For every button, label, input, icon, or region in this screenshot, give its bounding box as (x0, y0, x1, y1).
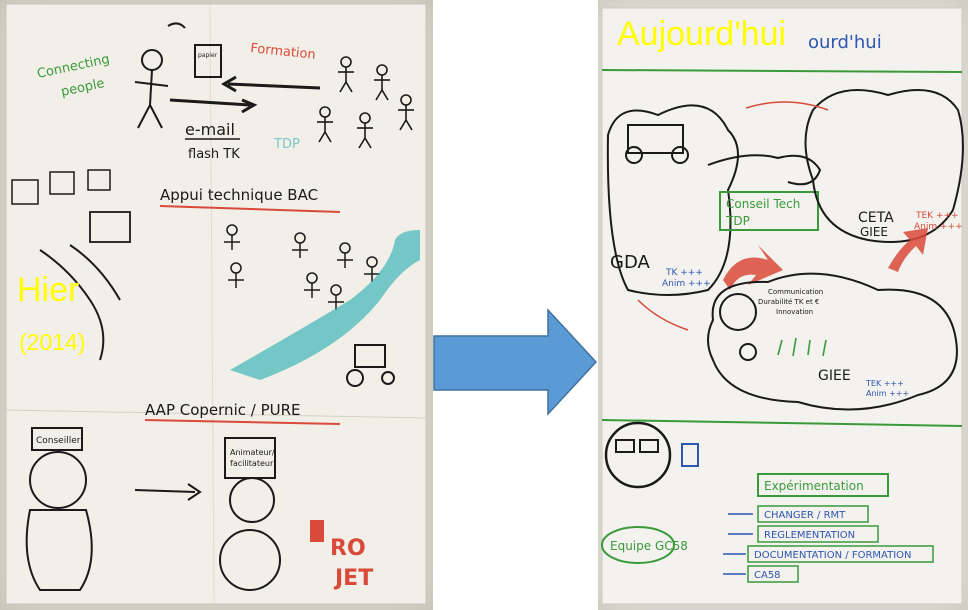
right-arrow-shape (433, 308, 598, 416)
left-flipchart-sketch: Connecting people papier Formation e-mai… (5, 3, 427, 605)
svg-text:Innovation: Innovation (776, 308, 813, 316)
svg-text:Durabilité TK et €: Durabilité TK et € (758, 298, 819, 306)
svg-text:Conseil Tech: Conseil Tech (726, 197, 800, 211)
yesterday-label: Hier (17, 271, 80, 309)
svg-text:TEK +++: TEK +++ (865, 379, 904, 388)
svg-text:papier: papier (198, 52, 218, 59)
svg-text:CHANGER / RMT: CHANGER / RMT (764, 510, 846, 521)
svg-text:Equipe GC58: Equipe GC58 (610, 539, 688, 553)
svg-text:TK +++: TK +++ (665, 268, 703, 278)
svg-text:REGLEMENTATION: REGLEMENTATION (764, 530, 855, 541)
svg-text:JET: JET (333, 566, 373, 591)
svg-text:Communication: Communication (768, 288, 823, 296)
svg-text:TDP: TDP (725, 214, 750, 228)
svg-text:Conseiller: Conseiller (36, 436, 81, 446)
svg-text:TDP: TDP (273, 137, 300, 152)
svg-text:ourd'hui: ourd'hui (808, 32, 882, 53)
svg-text:GDA: GDA (610, 252, 650, 273)
right-flipchart-sketch: ourd'hui GDA TK +++ Anim +++ Conseil Tec… (601, 7, 964, 605)
svg-text:RO: RO (330, 536, 366, 561)
svg-text:e-mail: e-mail (185, 120, 235, 139)
svg-text:TEK +++: TEK +++ (915, 211, 959, 221)
right-flipchart-photo: ourd'hui GDA TK +++ Anim +++ Conseil Tec… (598, 0, 968, 610)
svg-text:GIEE: GIEE (860, 225, 888, 239)
svg-text:AAP Copernic / PURE: AAP Copernic / PURE (145, 401, 301, 419)
svg-text:Anim +++: Anim +++ (662, 279, 711, 289)
svg-text:facilitateur: facilitateur (230, 459, 274, 468)
svg-text:CETA: CETA (858, 210, 894, 226)
yesterday-year-label: (2014) (19, 329, 86, 355)
svg-text:CA58: CA58 (754, 570, 781, 581)
svg-text:Anim +++: Anim +++ (914, 222, 963, 232)
svg-text:GIEE: GIEE (818, 368, 851, 384)
svg-text:flash TK: flash TK (188, 147, 240, 162)
svg-text:Expérimentation: Expérimentation (764, 479, 864, 493)
svg-text:Formation: Formation (250, 41, 317, 63)
svg-text:Animateur/: Animateur/ (230, 448, 275, 457)
svg-text:DOCUMENTATION / FORMATION: DOCUMENTATION / FORMATION (754, 550, 912, 561)
svg-text:Appui technique BAC: Appui technique BAC (160, 186, 318, 204)
today-label: Aujourd'hui (617, 15, 787, 53)
svg-text:Anim +++: Anim +++ (866, 389, 909, 398)
left-flipchart-photo: Connecting people papier Formation e-mai… (0, 0, 433, 610)
